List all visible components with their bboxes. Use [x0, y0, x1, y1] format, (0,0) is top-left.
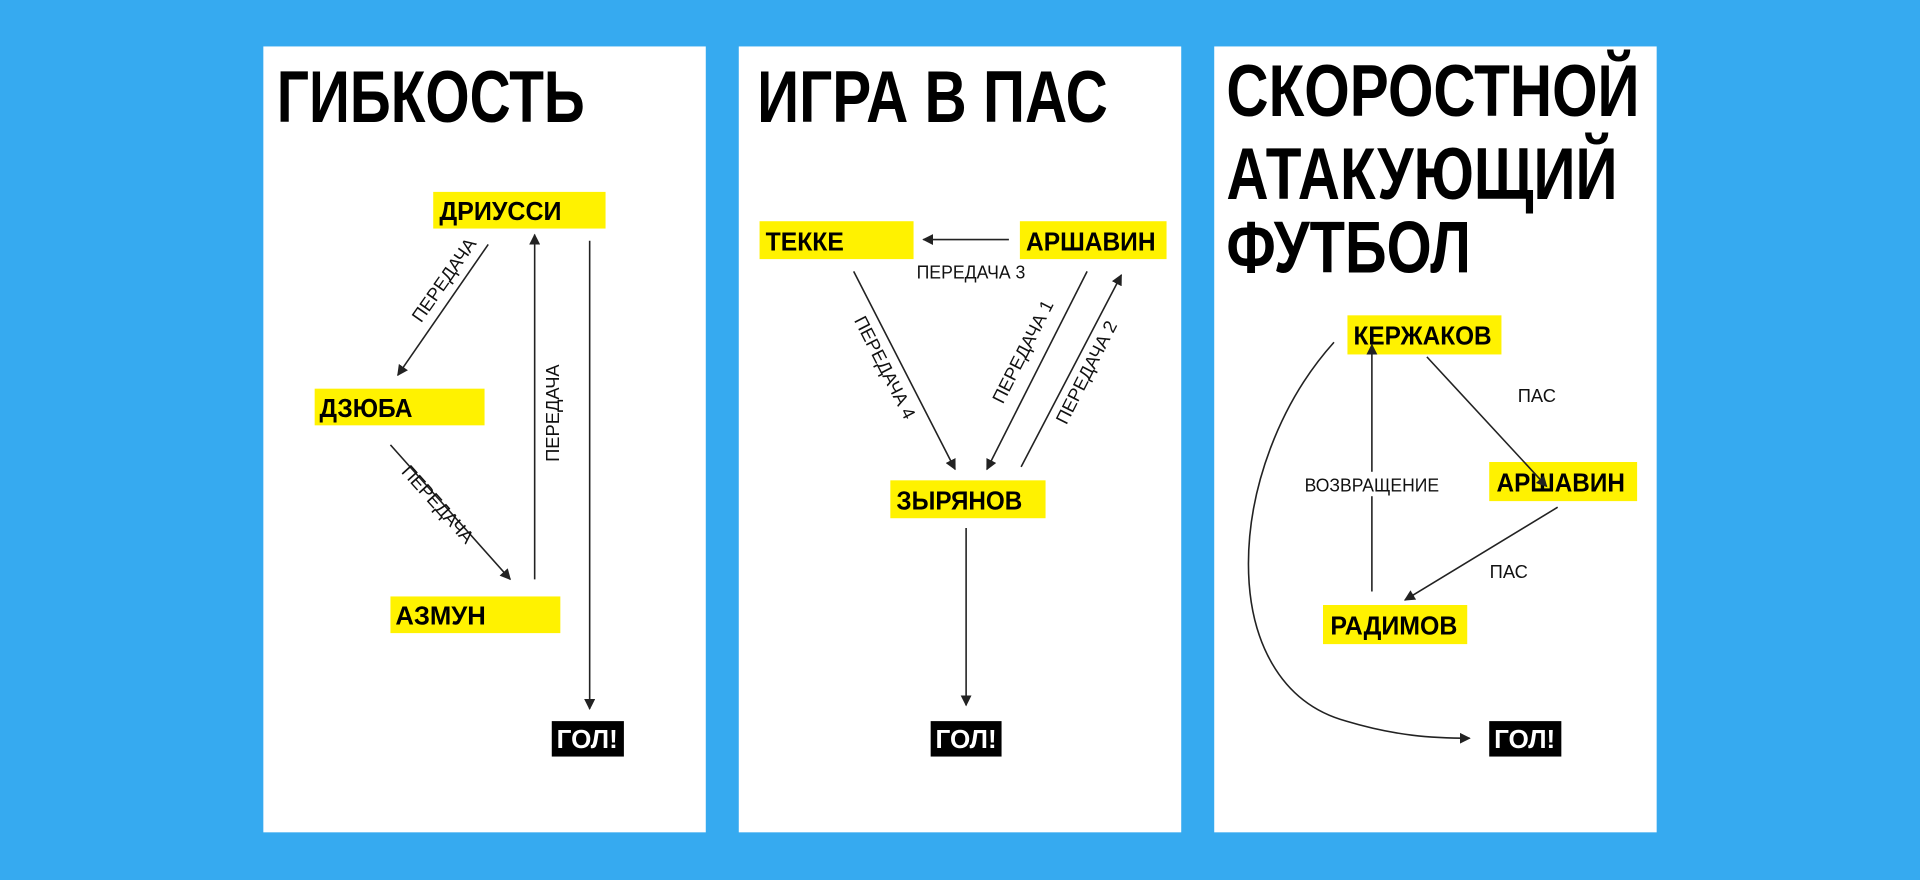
pass-label: ПЕРЕДАЧА: [542, 364, 563, 462]
goal-box: [930, 721, 1002, 757]
goal-label: ГОЛ!: [1494, 726, 1555, 754]
node-box: [890, 480, 1046, 519]
node-label: ЗЫРЯНОВ: [896, 488, 1022, 516]
pass-arrow: [1426, 356, 1548, 488]
node-label: АРШАВИН: [1497, 469, 1625, 497]
node-box: [759, 221, 914, 260]
panel-title: ИГРА В ПАС: [757, 56, 1108, 138]
node-label: КЕРЖАКОВ: [1354, 323, 1492, 351]
node-label: ДРИУССИ: [439, 198, 561, 226]
pass-arrow: [852, 270, 956, 471]
panel-card: [1214, 46, 1657, 833]
pass-arrow: [397, 243, 489, 377]
pass-arrow: [1403, 506, 1559, 601]
shot-arrow: [1247, 341, 1471, 744]
node-label: ДЗЮБА: [320, 395, 413, 423]
pass-label: ПАС: [1518, 385, 1556, 406]
panel-fast-attacking-football: СКОРОСТНОЙ АТАКУЮЩИЙ ФУТБОЛ КЕРЖАКОВ АРШ…: [1214, 46, 1657, 833]
goal-label: ГОЛ!: [557, 726, 618, 754]
panel-flexibility: ГИБКОСТЬ ДРИУССИ ДЗЮБА АЗМУН ГОЛ! ПЕРЕДА…: [263, 46, 706, 833]
panel-title-line: АТАКУЮЩИЙ: [1226, 131, 1617, 215]
node-box: [314, 388, 485, 426]
node-box: [1323, 605, 1468, 645]
pass-label: ПАС: [1490, 561, 1528, 582]
pass-arrow: [986, 270, 1088, 471]
pass-arrow: [1020, 274, 1123, 468]
node-label: АРШАВИН: [1026, 229, 1156, 257]
panel-title-line: ФУТБОЛ: [1226, 207, 1470, 289]
node-label: АЗМУН: [395, 603, 485, 631]
node-box: [390, 596, 561, 634]
goal-box: [1489, 721, 1562, 757]
node-box: [433, 191, 606, 229]
return-label: ВОЗВРАЩЕНИЕ: [1305, 474, 1439, 495]
node-box: [1489, 462, 1638, 502]
node-label: ТЕККЕ: [766, 229, 844, 257]
label-backdrop: [1302, 471, 1442, 497]
pass-label: ПЕРЕДАЧА 3: [917, 262, 1026, 283]
goal-label: ГОЛ!: [936, 726, 997, 754]
panel-card: [738, 46, 1182, 833]
panel-passing-game: ИГРА В ПАС ТЕККЕ АРШАВИН ЗЫРЯНОВ ГОЛ! ПЕ…: [738, 46, 1182, 833]
node-label: РАДИМОВ: [1330, 612, 1457, 640]
panel-title-line: СКОРОСТНОЙ: [1226, 48, 1639, 132]
panel-card: [263, 46, 706, 833]
node-box: [1019, 221, 1167, 260]
goal-box: [551, 721, 624, 757]
pass-arrow: [389, 444, 511, 581]
panel-title: ГИБКОСТЬ: [277, 56, 585, 138]
